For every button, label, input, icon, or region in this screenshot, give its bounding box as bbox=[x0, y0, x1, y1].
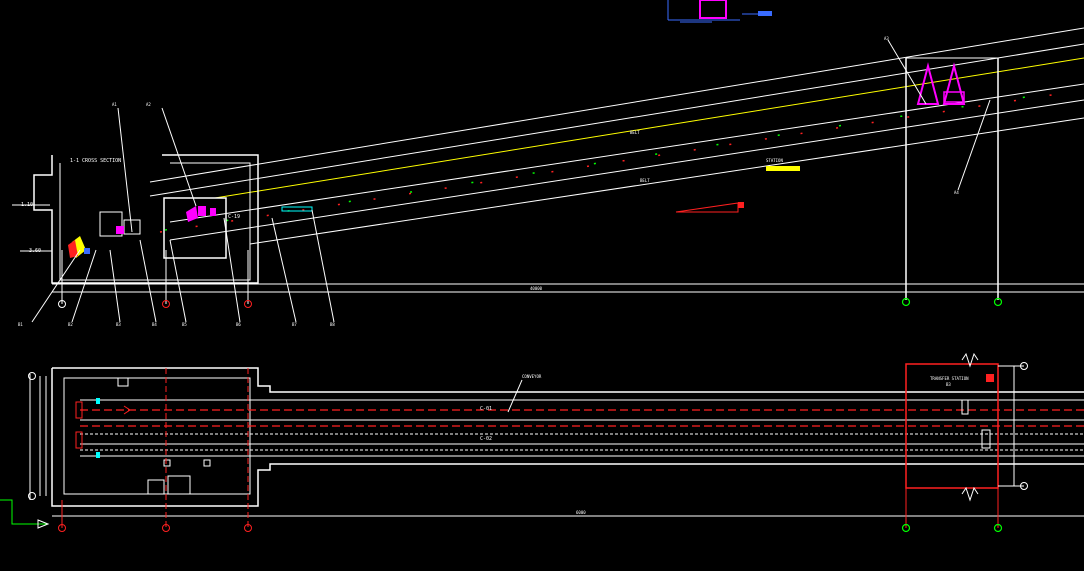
plan-label-1: C-01 bbox=[480, 406, 492, 412]
callout-b2: B2 bbox=[68, 322, 73, 327]
callout-b8: B8 bbox=[330, 322, 335, 327]
plan-title: CONVEYOR bbox=[522, 374, 542, 379]
callout-a1: A1 bbox=[112, 102, 117, 107]
plan-view: CONVEYOR C-01 C-02 TRANSFER STATION B3 6… bbox=[0, 352, 1084, 529]
callout-a4: A4 bbox=[954, 190, 959, 195]
plan-label-2: C-02 bbox=[480, 436, 492, 442]
belt-label-lower: BELT bbox=[640, 178, 650, 183]
section-title: 1-1 CROSS SECTION bbox=[70, 158, 121, 164]
callout-b3: B3 bbox=[116, 322, 121, 327]
yellow-tag: STATION bbox=[766, 158, 783, 163]
room-tag: C-19 bbox=[228, 214, 240, 220]
section-view: 1-1 CROSS SECTION -1.10 -3.60 C-19 STATI… bbox=[12, 27, 1084, 323]
callout-a3: A3 bbox=[884, 36, 889, 41]
section-grid-bubbles bbox=[58, 297, 1003, 308]
callout-b4: B4 bbox=[152, 322, 157, 327]
callout-b6: B6 bbox=[236, 322, 241, 327]
top-detail bbox=[667, 0, 772, 23]
callout-b7: B7 bbox=[292, 322, 297, 327]
plan-grid-bubbles bbox=[28, 362, 1028, 533]
belt-label-upper: BELT bbox=[630, 130, 640, 135]
section-callouts: A1 A2 A3 A4 B1 B2 B3 B4 B5 B6 B7 B8 bbox=[18, 36, 959, 327]
right-room-sub: B3 bbox=[946, 382, 951, 387]
dim-mid: 40000 bbox=[530, 286, 543, 291]
dim-left: 6000 bbox=[576, 510, 586, 515]
callout-b5: B5 bbox=[182, 322, 187, 327]
right-room-title: TRANSFER STATION bbox=[930, 376, 969, 381]
callout-b1: B1 bbox=[18, 322, 23, 327]
callout-a2: A2 bbox=[146, 102, 151, 107]
